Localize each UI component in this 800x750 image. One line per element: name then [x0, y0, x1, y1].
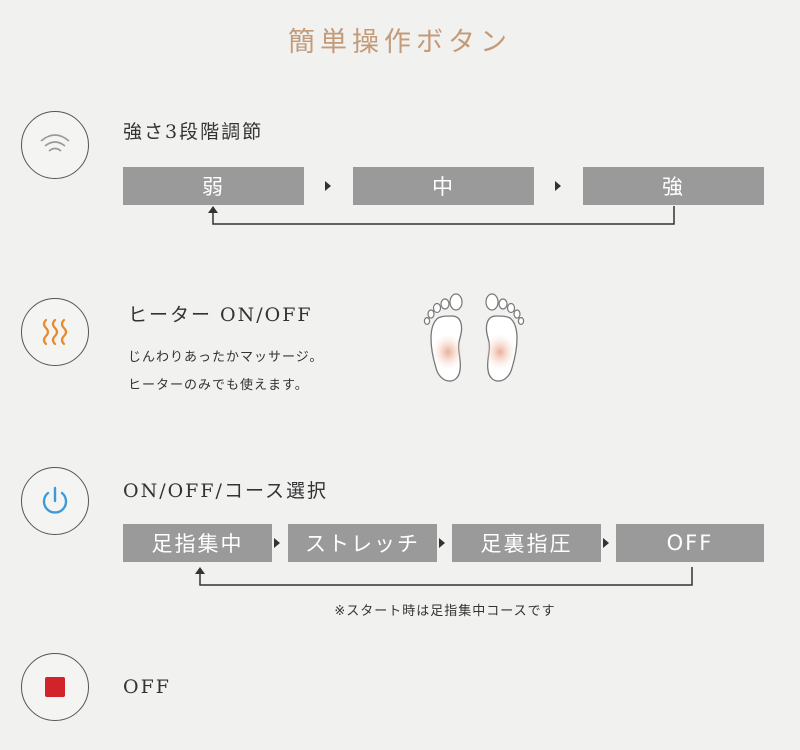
heater-description-2: ヒーターのみでも使えます。: [128, 378, 309, 393]
course-step-sole-shiatsu: 足裏指圧: [452, 524, 601, 562]
off-heading: OFF: [123, 676, 171, 698]
loop-back-arrow-icon: [195, 567, 693, 586]
stop-icon: [45, 677, 65, 697]
power-icon: [42, 486, 68, 514]
feet-heat-icon: [423, 293, 525, 382]
power-button[interactable]: [21, 467, 89, 535]
course-step-off: OFF: [616, 524, 764, 562]
strength-heading: 強さ3段階調節: [123, 121, 264, 143]
strength-step-strong: 強: [583, 167, 764, 205]
step-arrow-icon: [555, 181, 561, 191]
step-arrow-icon: [274, 538, 280, 548]
strength-step-weak: 弱: [123, 167, 304, 205]
wave-signal-icon: [40, 134, 70, 152]
heater-button[interactable]: [21, 298, 89, 366]
step-arrow-icon: [325, 181, 331, 191]
heat-wave-icon: [42, 318, 68, 346]
step-arrow-icon: [439, 538, 445, 548]
loop-back-arrow-icon: [208, 206, 675, 225]
power-heading: ON/OFF/コース選択: [123, 480, 328, 502]
page-title: 簡単操作ボタン: [288, 27, 512, 58]
course-step-toe-focus: 足指集中: [123, 524, 272, 562]
step-arrow-icon: [603, 538, 609, 548]
course-step-stretch: ストレッチ: [288, 524, 437, 562]
strength-step-medium: 中: [353, 167, 534, 205]
heater-description-1: じんわりあったかマッサージ。: [128, 350, 324, 365]
heater-heading: ヒーター ON/OFF: [128, 304, 313, 326]
strength-button[interactable]: [21, 111, 89, 179]
off-button[interactable]: [21, 653, 89, 721]
course-start-note: ※スタート時は足指集中コースです: [334, 604, 556, 619]
